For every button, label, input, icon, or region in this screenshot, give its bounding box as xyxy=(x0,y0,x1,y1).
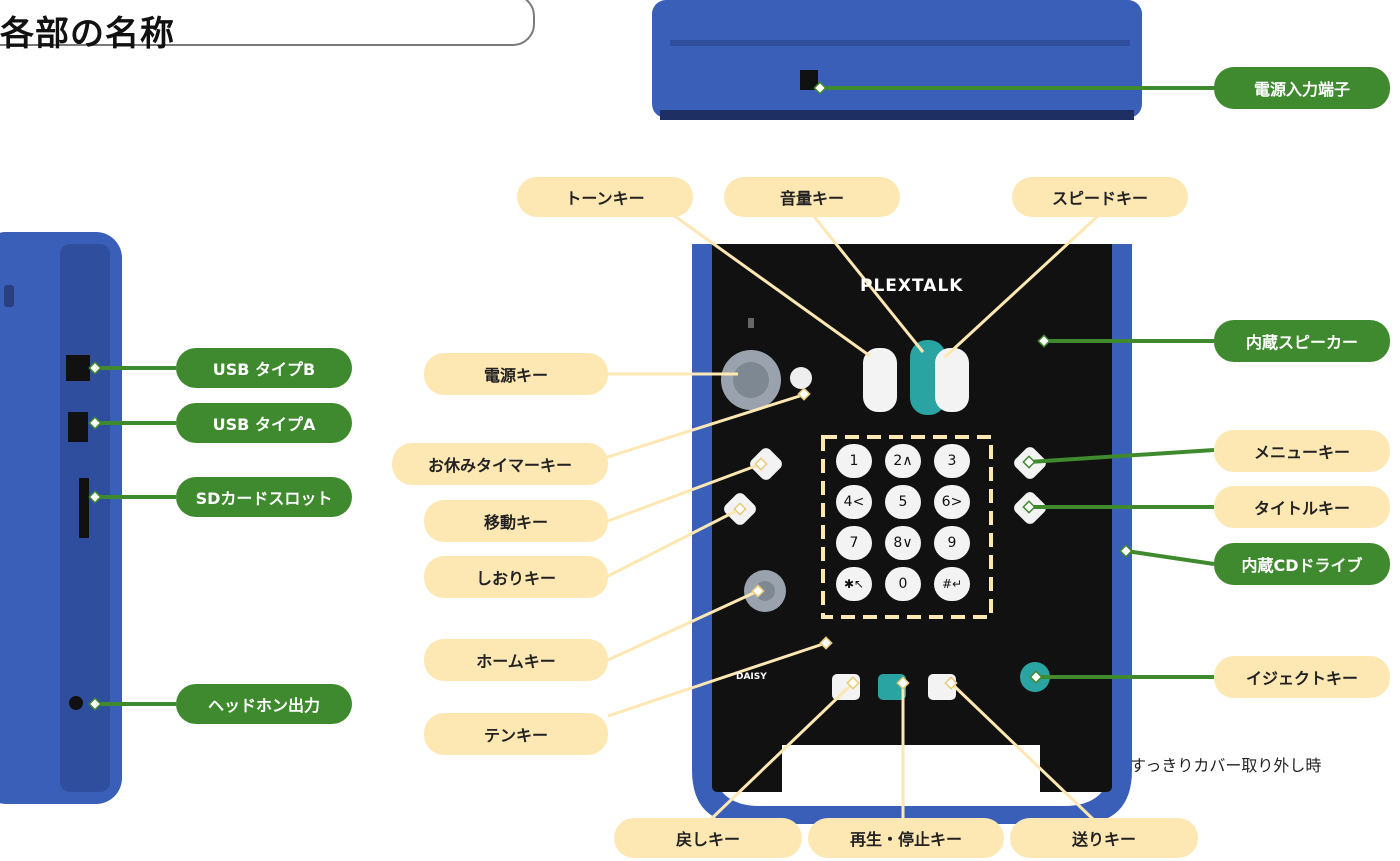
keypad-key-4[interactable]: 4< xyxy=(836,485,872,519)
brand-logo: PLEXTALK xyxy=(860,276,964,296)
label-tenkey: テンキー xyxy=(424,713,608,755)
diamond-markers xyxy=(88,81,1133,711)
label-home: ホームキー xyxy=(424,639,608,681)
page-title: 各部の名称 xyxy=(0,14,175,54)
label-goto: 移動キー xyxy=(424,500,608,542)
label-cd-drive: 内蔵CDドライブ xyxy=(1214,543,1390,585)
label-usb-a: USB タイプA xyxy=(176,403,352,443)
yellow-diamond-markers xyxy=(733,387,958,690)
power-input-jack xyxy=(800,70,818,90)
label-menu: メニューキー xyxy=(1214,430,1390,472)
keypad-key-5[interactable]: 5 xyxy=(885,485,921,519)
label-headphone: ヘッドホン出力 xyxy=(176,684,352,724)
keypad-key-9[interactable]: 9 xyxy=(934,526,970,560)
label-forward: 送りキー xyxy=(1010,818,1198,858)
keypad-key-star[interactable]: ✱↖ xyxy=(836,567,872,601)
label-tone: トーンキー xyxy=(517,177,693,217)
daisy-logo: DAISY xyxy=(736,672,767,682)
label-speed: スピードキー xyxy=(1012,177,1188,217)
usb-b-port xyxy=(66,355,90,381)
yellow-leader-lines xyxy=(591,195,1102,824)
keypad: 1 2∧ 3 4< 5 6> 7 8∨ 9 ✱↖ 0 #↵ xyxy=(836,444,978,601)
keypad-key-hash[interactable]: #↵ xyxy=(934,567,970,601)
label-rewind: 戻しキー xyxy=(614,818,802,858)
keypad-key-1[interactable]: 1 xyxy=(836,444,872,478)
label-speaker: 内蔵スピーカー xyxy=(1214,320,1390,362)
label-volume: 音量キー xyxy=(724,177,900,217)
label-usb-b: USB タイプB xyxy=(176,348,352,388)
keypad-key-0[interactable]: 0 xyxy=(885,567,921,601)
keypad-key-3[interactable]: 3 xyxy=(934,444,970,478)
label-power-key: 電源キー xyxy=(424,353,608,395)
keypad-key-7[interactable]: 7 xyxy=(836,526,872,560)
label-sd-slot: SDカードスロット xyxy=(176,477,352,517)
label-play-stop: 再生・停止キー xyxy=(808,818,1004,858)
sd-card-slot xyxy=(79,478,89,538)
usb-a-port xyxy=(68,412,88,442)
keypad-key-6[interactable]: 6> xyxy=(934,485,970,519)
label-title-key: タイトルキー xyxy=(1214,486,1390,528)
label-eject: イジェクトキー xyxy=(1214,656,1390,698)
device-side-view xyxy=(0,232,122,804)
cover-removed-note: すっきりカバー取り外し時 xyxy=(1130,756,1322,775)
label-sleep-timer: お休みタイマーキー xyxy=(392,443,608,485)
green-leader-lines xyxy=(95,86,1215,706)
headphone-jack xyxy=(69,696,83,710)
label-bookmark: しおりキー xyxy=(424,556,608,598)
label-power-input: 電源入力端子 xyxy=(1214,67,1390,109)
title-frame xyxy=(0,0,535,46)
keypad-key-2[interactable]: 2∧ xyxy=(885,444,921,478)
device-top-view xyxy=(652,0,1142,120)
keypad-key-8[interactable]: 8∨ xyxy=(885,526,921,560)
